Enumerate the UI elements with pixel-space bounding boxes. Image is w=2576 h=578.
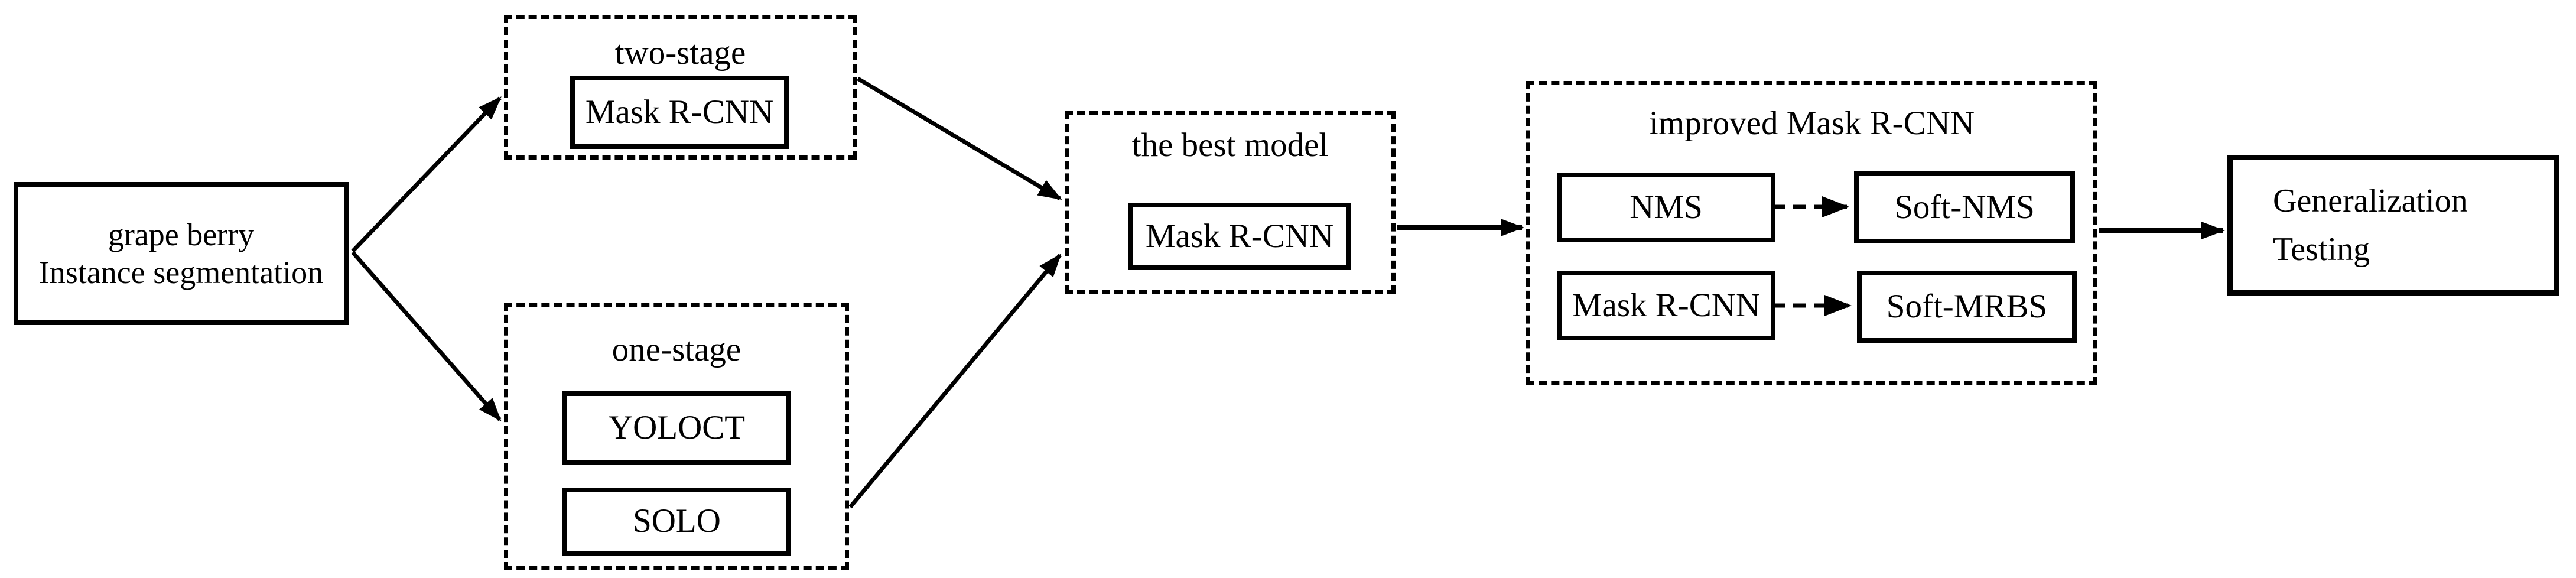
node-generalization-testing: Generalization Testing xyxy=(2227,155,2559,296)
group-improved-mask-rcnn-label: improved Mask R-CNN xyxy=(1649,105,1975,142)
node-soft-nms-label: Soft-NMS xyxy=(1894,188,2035,226)
node-soft-mrbs-label: Soft-MRBS xyxy=(1886,287,2048,325)
node-improved-mask-rcnn-label: Mask R-CNN xyxy=(1572,286,1761,324)
group-best-model-label: the best model xyxy=(1131,126,1329,164)
source-line-1: grape berry xyxy=(108,217,255,252)
node-soft-nms: Soft-NMS xyxy=(1854,171,2075,243)
group-one-stage-label: one-stage xyxy=(612,331,741,368)
node-grape-berry-instance-segmentation: grape berry Instance segmentation xyxy=(14,182,349,325)
group-improved-mask-rcnn: improved Mask R-CNN NMS Soft-NMS Mask R-… xyxy=(1526,81,2097,385)
node-two-stage-mask-rcnn-label: Mask R-CNN xyxy=(585,93,774,131)
arrow-two-stage-to-best-model xyxy=(857,76,1062,201)
node-nms-label: NMS xyxy=(1629,188,1703,226)
node-soft-mrbs: Soft-MRBS xyxy=(1857,271,2077,343)
node-improved-mask-rcnn: Mask R-CNN xyxy=(1557,271,1775,340)
node-two-stage-mask-rcnn: Mask R-CNN xyxy=(570,76,789,149)
node-nms: NMS xyxy=(1557,173,1775,242)
group-two-stage: two-stage Mask R-CNN xyxy=(504,15,857,160)
arrow-source-to-two-stage xyxy=(351,96,502,253)
group-best-model: the best model Mask R-CNN xyxy=(1065,111,1396,294)
source-line-2: Instance segmentation xyxy=(38,255,324,290)
arrow-one-stage-to-best-model xyxy=(848,253,1062,509)
node-solo: SOLO xyxy=(562,488,791,556)
group-one-stage: one-stage YOLOCT SOLO xyxy=(504,303,849,570)
arrow-source-to-one-stage xyxy=(351,251,502,422)
generalization-line-2: Testing xyxy=(2273,231,2370,268)
node-solo-label: SOLO xyxy=(633,502,721,540)
generalization-line-1: Generalization xyxy=(2273,183,2468,219)
node-best-mask-rcnn-label: Mask R-CNN xyxy=(1145,217,1334,255)
node-best-mask-rcnn: Mask R-CNN xyxy=(1128,203,1351,270)
node-yoloct: YOLOCT xyxy=(562,391,791,465)
node-yoloct-label: YOLOCT xyxy=(608,409,746,447)
group-two-stage-label: two-stage xyxy=(614,34,746,72)
